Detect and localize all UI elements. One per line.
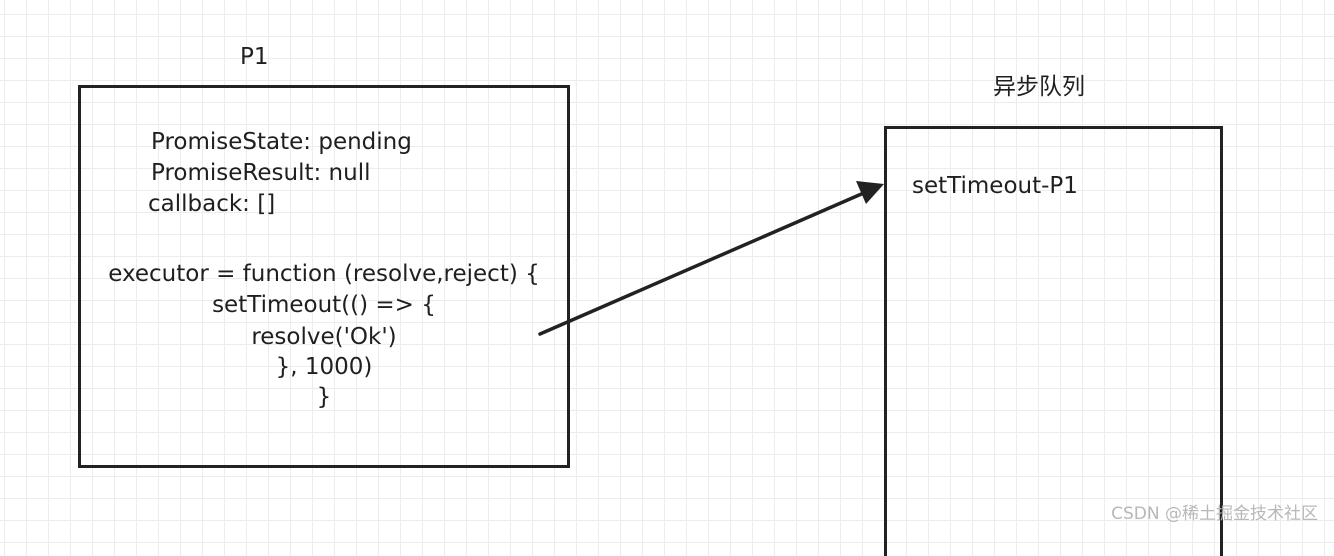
promise-result-line: PromiseResult: null bbox=[151, 160, 371, 186]
executor-line: resolve('Ok') bbox=[251, 324, 397, 350]
executor-line: setTimeout(() => { bbox=[212, 292, 436, 318]
queue-item: setTimeout-P1 bbox=[912, 173, 1078, 199]
arrow-head bbox=[856, 181, 884, 204]
executor-line: }, 1000) bbox=[275, 354, 373, 380]
queue-box: setTimeout-P1 bbox=[884, 126, 1223, 556]
watermark: CSDN @稀土掘金技术社区 bbox=[1111, 504, 1318, 524]
executor-line: executor = function (resolve,reject) { bbox=[108, 261, 540, 287]
queue-title: 异步队列 bbox=[993, 74, 1085, 100]
promise-state-line: PromiseState: pending bbox=[151, 129, 412, 155]
promise-title: P1 bbox=[240, 44, 269, 70]
executor-line: } bbox=[316, 384, 332, 410]
promise-box: PromiseState: pending PromiseResult: nul… bbox=[78, 85, 570, 468]
arrow-line bbox=[538, 190, 868, 336]
promise-callback-line: callback: [] bbox=[148, 191, 276, 217]
